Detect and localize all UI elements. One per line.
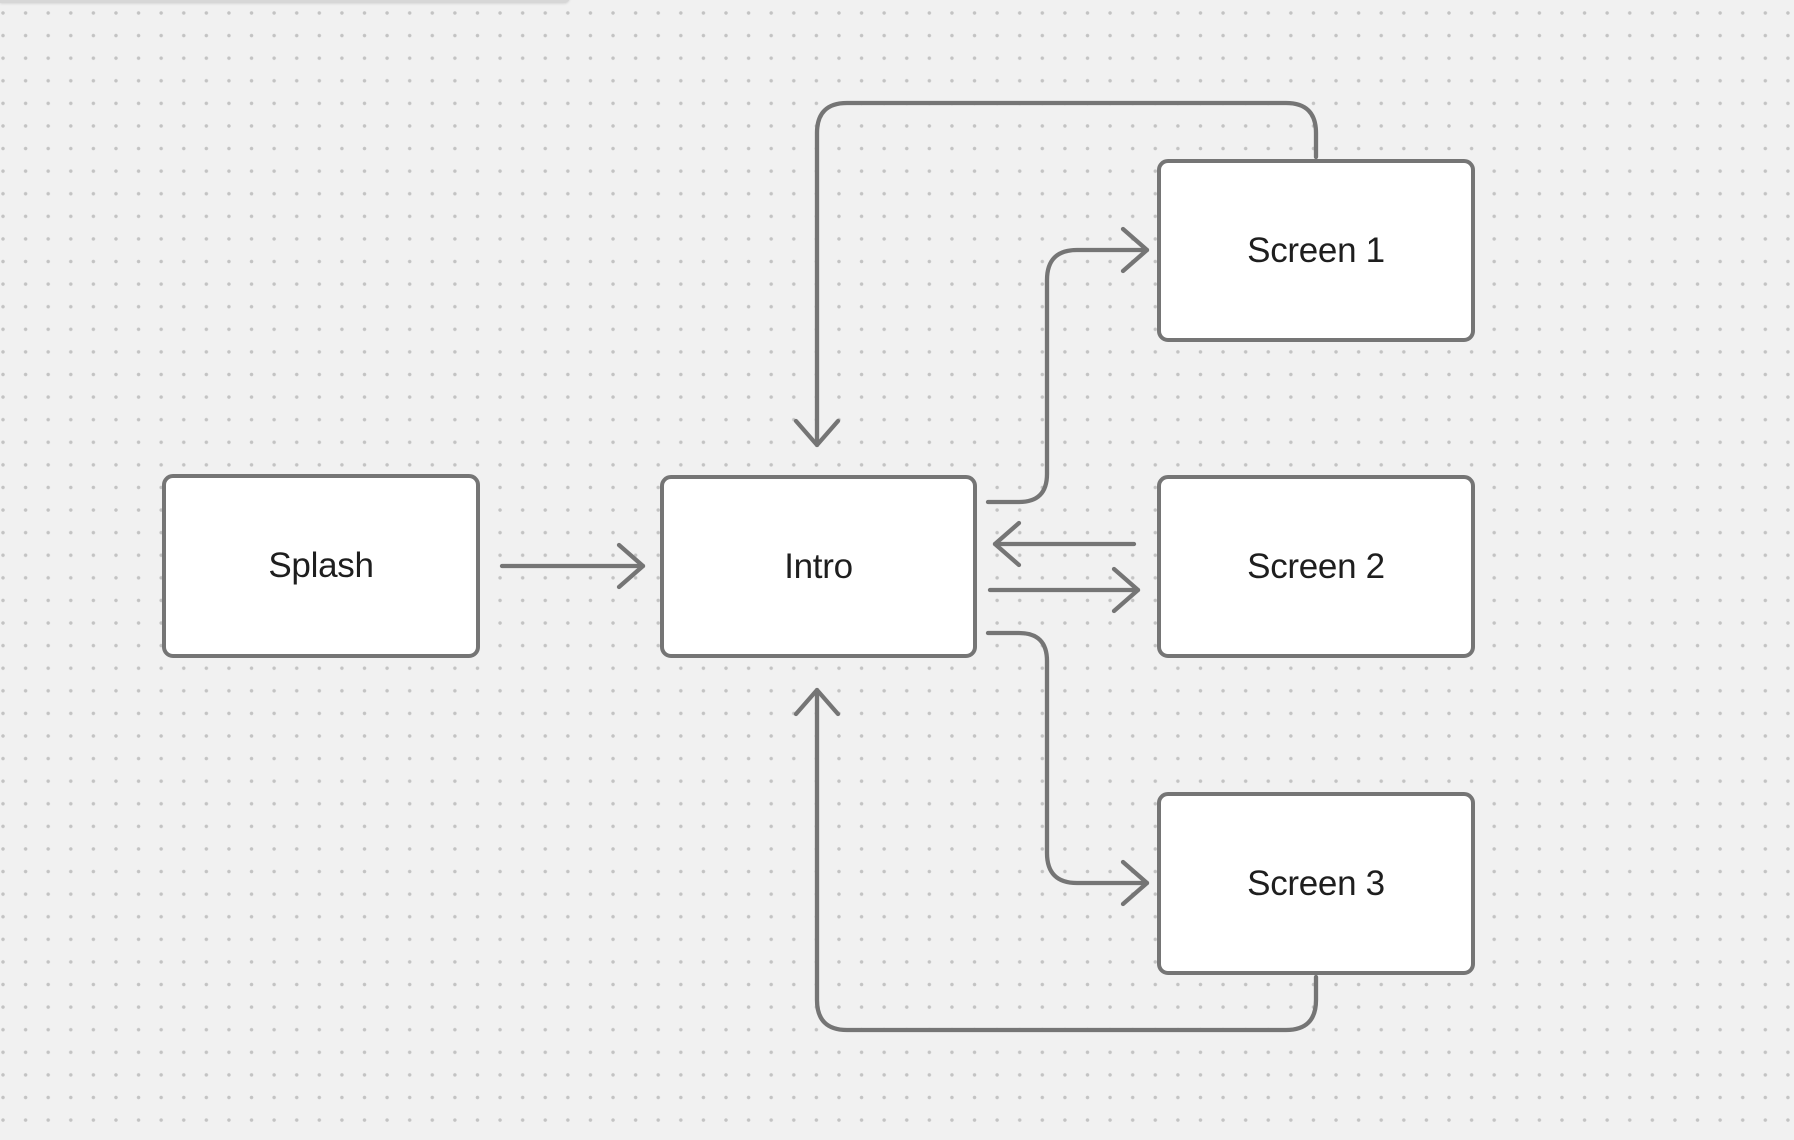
- connector-intro-to-screen2[interactable]: [987, 566, 1141, 614]
- arrowhead-up-icon: [793, 687, 841, 717]
- connector-line: [985, 247, 1150, 505]
- node-label: Intro: [784, 546, 853, 586]
- connector-screen2-to-intro[interactable]: [992, 520, 1137, 568]
- connector-line: [985, 630, 1150, 886]
- node-screen-3[interactable]: Screen 3: [1157, 792, 1475, 975]
- connector-splash-to-intro[interactable]: [499, 542, 646, 590]
- connector-intro-to-screen3[interactable]: [985, 630, 1150, 907]
- connector-line: [814, 100, 1319, 448]
- connector-screen1-to-intro[interactable]: [793, 100, 1319, 448]
- node-screen-2[interactable]: Screen 2: [1157, 475, 1475, 658]
- node-splash[interactable]: Splash: [162, 474, 480, 658]
- arrowhead-right-icon: [616, 542, 646, 590]
- node-label: Screen 2: [1247, 546, 1385, 586]
- arrowhead-down-icon: [793, 418, 841, 448]
- arrowhead-left-icon: [992, 520, 1022, 568]
- arrowhead-right-icon: [1120, 859, 1150, 907]
- node-label: Screen 1: [1247, 230, 1385, 270]
- node-intro[interactable]: Intro: [660, 475, 977, 658]
- connector-intro-to-screen1[interactable]: [985, 226, 1150, 505]
- arrowhead-right-icon: [1120, 226, 1150, 274]
- connector-screen3-to-intro[interactable]: [793, 687, 1319, 1033]
- node-label: Splash: [268, 546, 374, 585]
- toolbar-edge-artifact: [0, 0, 570, 3]
- arrowhead-right-icon: [1111, 566, 1141, 614]
- node-screen-1[interactable]: Screen 1: [1157, 159, 1475, 342]
- connector-line: [814, 687, 1319, 1033]
- node-label: Screen 3: [1247, 863, 1385, 903]
